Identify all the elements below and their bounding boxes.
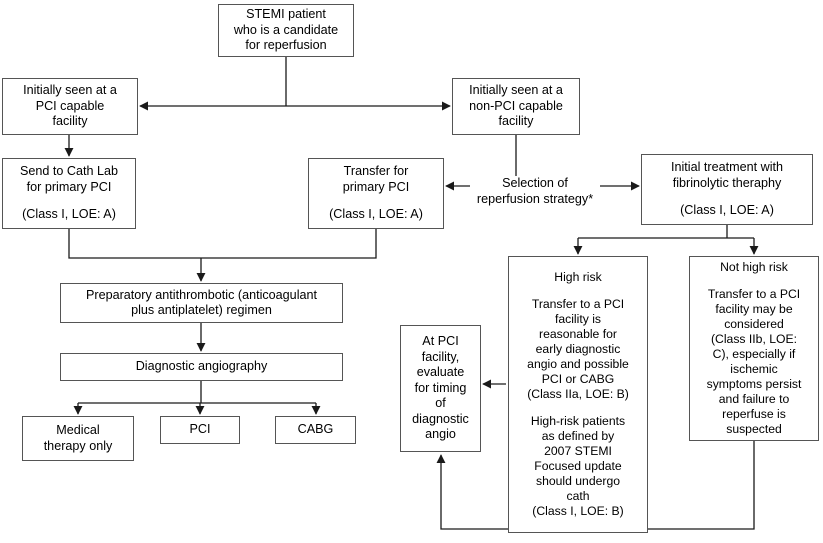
edge-label-selection-of-reperfusion-strategy: Selection of reperfusion strategy* <box>470 176 600 207</box>
node-medical-therapy-only[interactable]: Medical therapy only <box>22 416 134 461</box>
fibrinolytic-therapy-label: Initial treatment with fibrinolytic ther… <box>671 160 783 190</box>
fibrinolytic-therapy-class-loe: (Class I, LOE: A) <box>680 203 774 218</box>
not-high-risk-body: Transfer to a PCI facility may be consid… <box>706 287 802 436</box>
medical-therapy-only-label: Medical therapy only <box>43 423 113 453</box>
at-pci-facility-label: At PCI facility, evaluate for timing of … <box>412 334 469 442</box>
not-high-risk-heading: Not high risk <box>720 260 788 274</box>
node-send-to-cath-lab[interactable]: Send to Cath Lab for primary PCI (Class … <box>2 158 136 229</box>
node-at-pci-facility[interactable]: At PCI facility, evaluate for timing of … <box>400 325 481 452</box>
cabg-outcome-label: CABG <box>297 422 334 437</box>
pci-capable-facility-label: Initially seen at a PCI capable facility <box>23 83 117 129</box>
transfer-for-primary-pci-class-loe: (Class I, LOE: A) <box>329 207 423 222</box>
high-risk-body-secondary: High-risk patients as defined by 2007 ST… <box>530 414 626 518</box>
non-pci-capable-facility-label: Initially seen at a non-PCI capable faci… <box>469 83 563 129</box>
send-to-cath-lab-class-loe: (Class I, LOE: A) <box>22 207 116 222</box>
preparatory-antithrombotic-label: Preparatory antithrombotic (anticoagulan… <box>85 287 317 318</box>
node-high-risk[interactable]: High risk Transfer to a PCI facility is … <box>508 256 648 533</box>
pci-outcome-label: PCI <box>189 422 211 437</box>
node-preparatory-antithrombotic[interactable]: Preparatory antithrombotic (anticoagulan… <box>60 283 343 323</box>
node-pci-capable-facility[interactable]: Initially seen at a PCI capable facility <box>2 78 138 135</box>
node-fibrinolytic-therapy[interactable]: Initial treatment with fibrinolytic ther… <box>641 154 813 225</box>
node-stemi-patient[interactable]: STEMI patient who is a candidate for rep… <box>218 4 354 57</box>
send-to-cath-lab-label: Send to Cath Lab for primary PCI <box>19 164 119 194</box>
high-risk-heading: High risk <box>554 270 602 284</box>
stemi-patient-label: STEMI patient who is a candidate for rep… <box>233 7 339 53</box>
node-transfer-for-primary-pci[interactable]: Transfer for primary PCI (Class I, LOE: … <box>308 158 444 229</box>
transfer-for-primary-pci-label: Transfer for primary PCI <box>342 164 410 194</box>
node-not-high-risk[interactable]: Not high risk Transfer to a PCI facility… <box>689 256 819 441</box>
high-risk-body: Transfer to a PCI facility is reasonable… <box>527 297 629 401</box>
edge-merge-cathlab-transfer <box>68 229 377 259</box>
node-non-pci-capable-facility[interactable]: Initially seen at a non-PCI capable faci… <box>452 78 580 135</box>
node-cabg-outcome[interactable]: CABG <box>275 416 356 444</box>
diagnostic-angiography-label: Diagnostic angiography <box>135 359 268 374</box>
node-diagnostic-angiography[interactable]: Diagnostic angiography <box>60 353 343 381</box>
node-pci-outcome[interactable]: PCI <box>160 416 240 444</box>
